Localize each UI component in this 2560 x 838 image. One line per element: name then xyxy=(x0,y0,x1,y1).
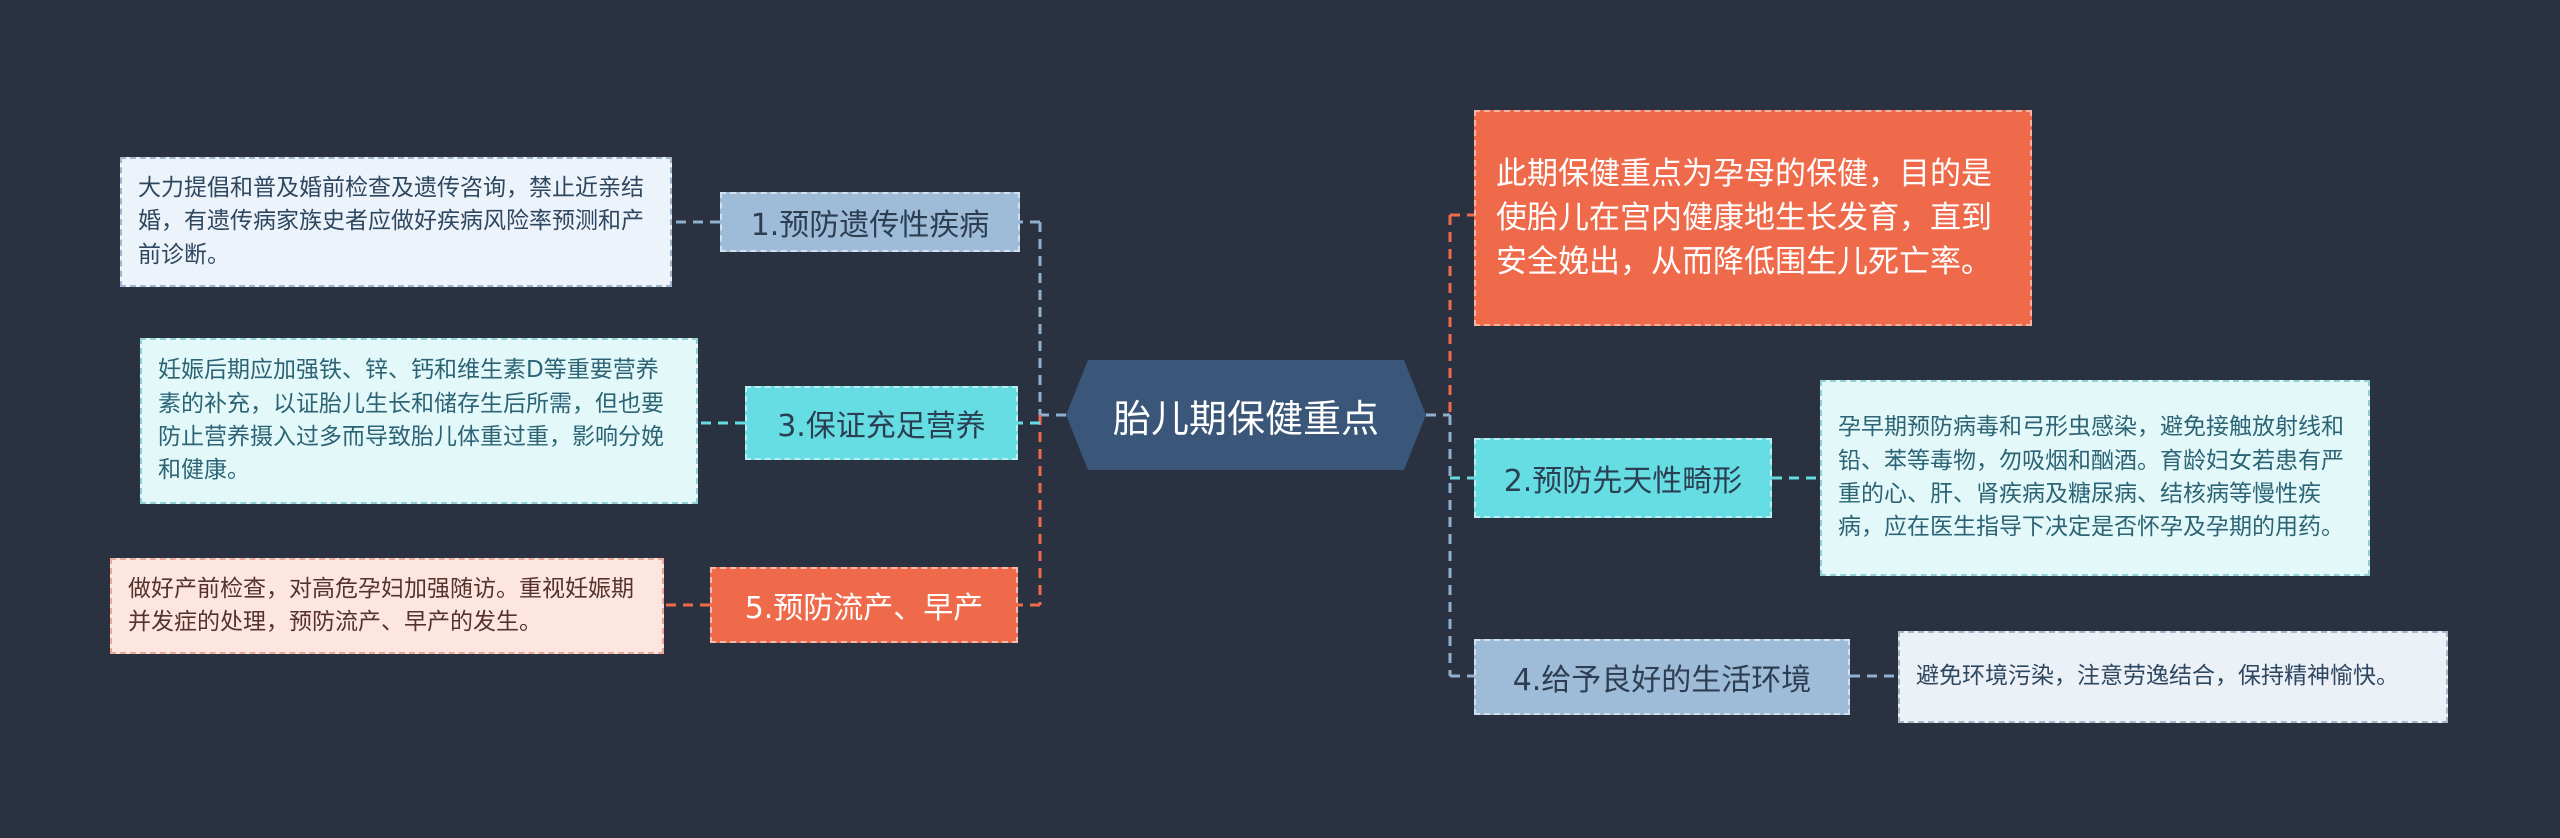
leaf-miscarriage-detail: 做好产前检查，对高危孕妇加强随访。重视妊娠期并发症的处理，预防流产、早产的发生。 xyxy=(110,558,664,654)
leaf-4-text: 避免环境污染，注意劳逸结合，保持精神愉快。 xyxy=(1916,663,2399,690)
topic-2-label: 2.预防先天性畸形 xyxy=(1503,464,1743,499)
topic-3-label: 3.保证充足营养 xyxy=(777,409,986,444)
leaf-nutrition-detail: 妊娠后期应加强铁、锌、钙和维生素D等重要营养素的补充，以证胎儿生长和储存生后所需… xyxy=(140,338,698,504)
center-topic[interactable]: 胎儿期保健重点 xyxy=(1066,360,1426,470)
leaf-birth-defects-detail: 孕早期预防病毒和弓形虫感染，避免接触放射线和铅、苯等毒物，勿吸烟和酗酒。育龄妇女… xyxy=(1820,380,2370,576)
topic-4-label: 4.给予良好的生活环境 xyxy=(1512,663,1812,698)
topic-1-label: 1.预防遗传性疾病 xyxy=(750,208,990,243)
leaf-environment-detail: 避免环境污染，注意劳逸结合，保持精神愉快。 xyxy=(1898,631,2448,723)
leaf-genetic-disease-detail: 大力提倡和普及婚前检查及遗传咨询，禁止近亲结婚，有遗传病家族史者应做好疾病风险率… xyxy=(120,157,672,287)
leaf-3-text: 妊娠后期应加强铁、锌、钙和维生素D等重要营养素的补充，以证胎儿生长和储存生后所需… xyxy=(158,357,664,484)
topic-prevent-miscarriage[interactable]: 5.预防流产、早产 xyxy=(710,567,1018,643)
leaf-5-text: 做好产前检查，对高危孕妇加强随访。重视妊娠期并发症的处理，预防流产、早产的发生。 xyxy=(128,575,634,635)
topic-prevent-birth-defects[interactable]: 2.预防先天性畸形 xyxy=(1474,438,1772,518)
leaf-2-text: 孕早期预防病毒和弓形虫感染，避免接触放射线和铅、苯等毒物，勿吸烟和酗酒。育龄妇女… xyxy=(1838,414,2344,541)
topic-ensure-nutrition[interactable]: 3.保证充足营养 xyxy=(745,386,1018,460)
leaf-1-text: 大力提倡和普及婚前检查及遗传咨询，禁止近亲结婚，有遗传病家族史者应做好疾病风险率… xyxy=(138,174,644,268)
leaf-intro-text: 此期保健重点为孕母的保健，目的是使胎儿在宫内健康地生长发育，直到安全娩出，从而降… xyxy=(1496,155,1992,280)
topic-prevent-genetic-disease[interactable]: 1.预防遗传性疾病 xyxy=(720,192,1020,252)
center-topic-label: 胎儿期保健重点 xyxy=(1112,396,1379,441)
topic-good-environment[interactable]: 4.给予良好的生活环境 xyxy=(1474,639,1850,715)
topic-5-label: 5.预防流产、早产 xyxy=(744,591,984,626)
leaf-intro-summary: 此期保健重点为孕母的保健，目的是使胎儿在宫内健康地生长发育，直到安全娩出，从而降… xyxy=(1474,110,2032,326)
